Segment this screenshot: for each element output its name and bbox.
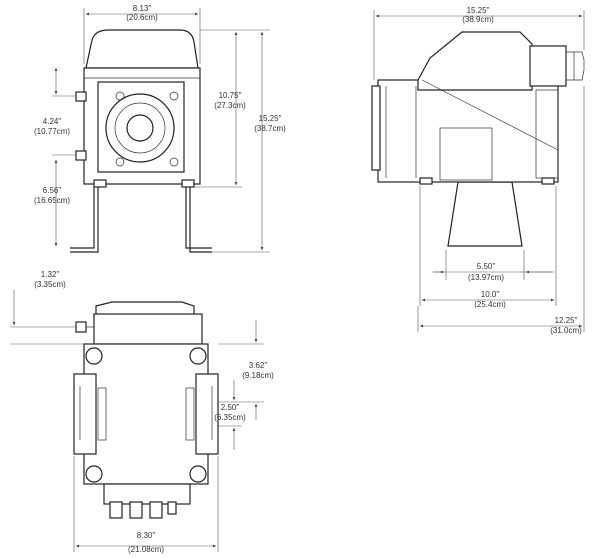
- side-view: 15.25" (38.9cm) 5.50" (13.97cm) 10.0" (2…: [371, 6, 585, 335]
- inlet-height-in: 6.56": [43, 186, 62, 195]
- slot-spacing-in: 2.50": [221, 403, 240, 412]
- front-width-in: 8.13": [133, 4, 152, 13]
- top-view: 1.32" (3.35cm) 3.62" (9.18cm) 2.50" (6.3…: [10, 270, 274, 554]
- bracket-width-in: 8.30": [137, 531, 156, 540]
- total-height-cm: (38.7cm): [254, 124, 286, 133]
- stand-base-cm: (25.4cm): [474, 300, 506, 309]
- slot-spacing-cm: (6.35cm): [214, 413, 246, 422]
- bracket-span-cm: (9.18cm): [242, 371, 274, 380]
- overall-cm: (31.0cm): [550, 326, 582, 335]
- inlet-height-cm: (16.65cm): [34, 196, 70, 205]
- stand-top-in: 5.50": [477, 262, 496, 271]
- fitting-offset-cm: (3.35cm): [34, 280, 66, 289]
- stand-top-cm: (13.97cm): [468, 273, 504, 282]
- total-height-in: 15.25": [259, 114, 282, 123]
- side-length-cm: (38.9cm): [462, 15, 494, 24]
- bracket-span-in: 3.62": [249, 361, 268, 370]
- stand-base-in: 10.0": [481, 290, 500, 299]
- outlet-height-cm: (10.77cm): [34, 127, 70, 136]
- front-width-cm: (20.6cm): [126, 13, 158, 22]
- outlet-height-in: 4.24": [43, 117, 62, 126]
- front-view: 8.13" (20.6cm) 4.24" (10.77cm) 6.56" (16…: [34, 4, 286, 253]
- body-height-in: 10.75": [219, 91, 242, 100]
- side-length-in: 15.25": [467, 6, 490, 15]
- overall-in: 12.25": [555, 316, 578, 325]
- bracket-width-cm: (21.08cm): [128, 545, 164, 554]
- fitting-offset-in: 1.32": [41, 270, 60, 279]
- body-height-cm: (27.3cm): [214, 101, 246, 110]
